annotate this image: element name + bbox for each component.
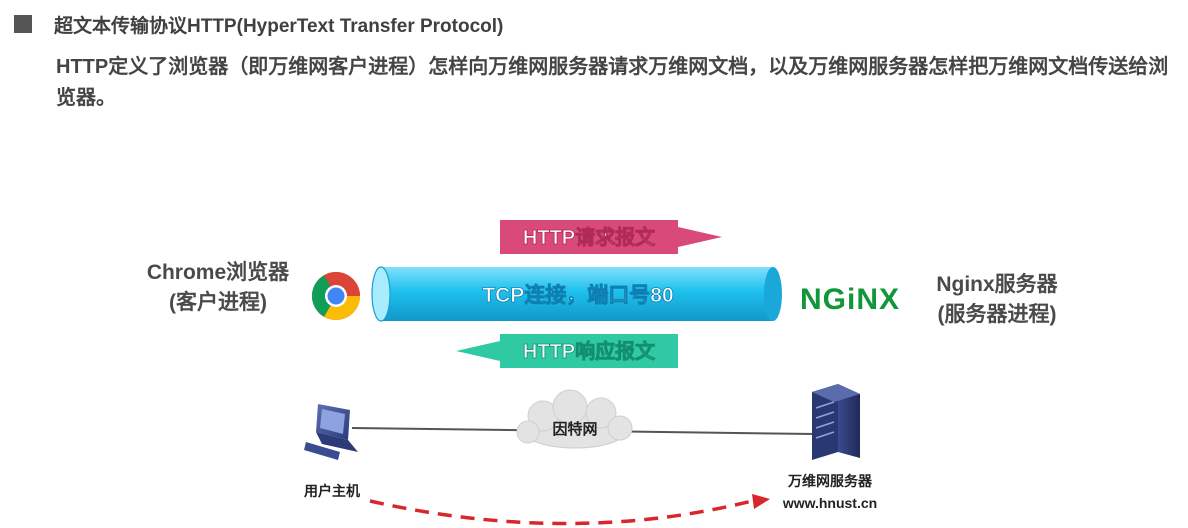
request-arrow: HTTP请求报文 — [500, 220, 722, 254]
user-host-pc-icon — [304, 404, 358, 460]
tcp-pipe: TCP连接，端口号80 — [371, 266, 782, 322]
slide-title-row: 超文本传输协议HTTP(HyperText Transfer Protocol) — [14, 10, 503, 38]
server-label: Nginx服务器 (服务器进程) — [912, 270, 1082, 330]
server-role: (服务器进程) — [937, 303, 1057, 326]
response-label: HTTP响应报文 — [523, 339, 656, 363]
browser-label: Chrome浏览器 (客户进程) — [128, 258, 308, 318]
server-name: Nginx服务器 — [936, 273, 1058, 296]
web-server-label: 万维网服务器 www.hnust.cn — [760, 470, 900, 514]
pipe-label: TCP连接，端口号80 — [482, 283, 673, 307]
title-en: HyperText Transfer Protocol) — [242, 15, 504, 37]
response-arrow: HTTP响应报文 — [456, 334, 678, 368]
internet-label: 因特网 — [552, 421, 598, 438]
slide-description: HTTP定义了浏览器（即万维网客户进程）怎样向万维网服务器请求万维网文档，以及万… — [56, 56, 1169, 109]
web-server-name: 万维网服务器 — [788, 473, 872, 489]
request-arrow-body — [500, 220, 678, 254]
browser-name: Chrome浏览器 — [146, 261, 290, 284]
pipe-end-left — [371, 266, 391, 322]
chrome-icon — [311, 271, 360, 321]
pipe-end-right — [764, 267, 782, 321]
flow-arrow-head — [752, 494, 770, 509]
request-arrow-head — [678, 227, 722, 247]
title-zh: 超文本传输协议HTTP( — [54, 15, 243, 37]
nginx-logo: NGiNX — [800, 283, 900, 316]
pipe-body — [381, 267, 773, 321]
request-label: HTTP请求报文 — [523, 225, 656, 249]
internet-cloud-icon — [516, 389, 633, 449]
response-arrow-head — [456, 341, 500, 361]
web-server-icon — [812, 384, 860, 460]
bullet-square-icon — [14, 15, 32, 33]
request-flow-arrow — [369, 494, 770, 526]
user-host-label: 用户主机 — [304, 483, 360, 499]
response-arrow-body — [500, 334, 678, 368]
web-server-host: www.hnust.cn — [782, 495, 878, 511]
browser-role: (客户进程) — [169, 291, 267, 314]
slide-title: 超文本传输协议HTTP(HyperText Transfer Protocol) — [54, 11, 503, 38]
